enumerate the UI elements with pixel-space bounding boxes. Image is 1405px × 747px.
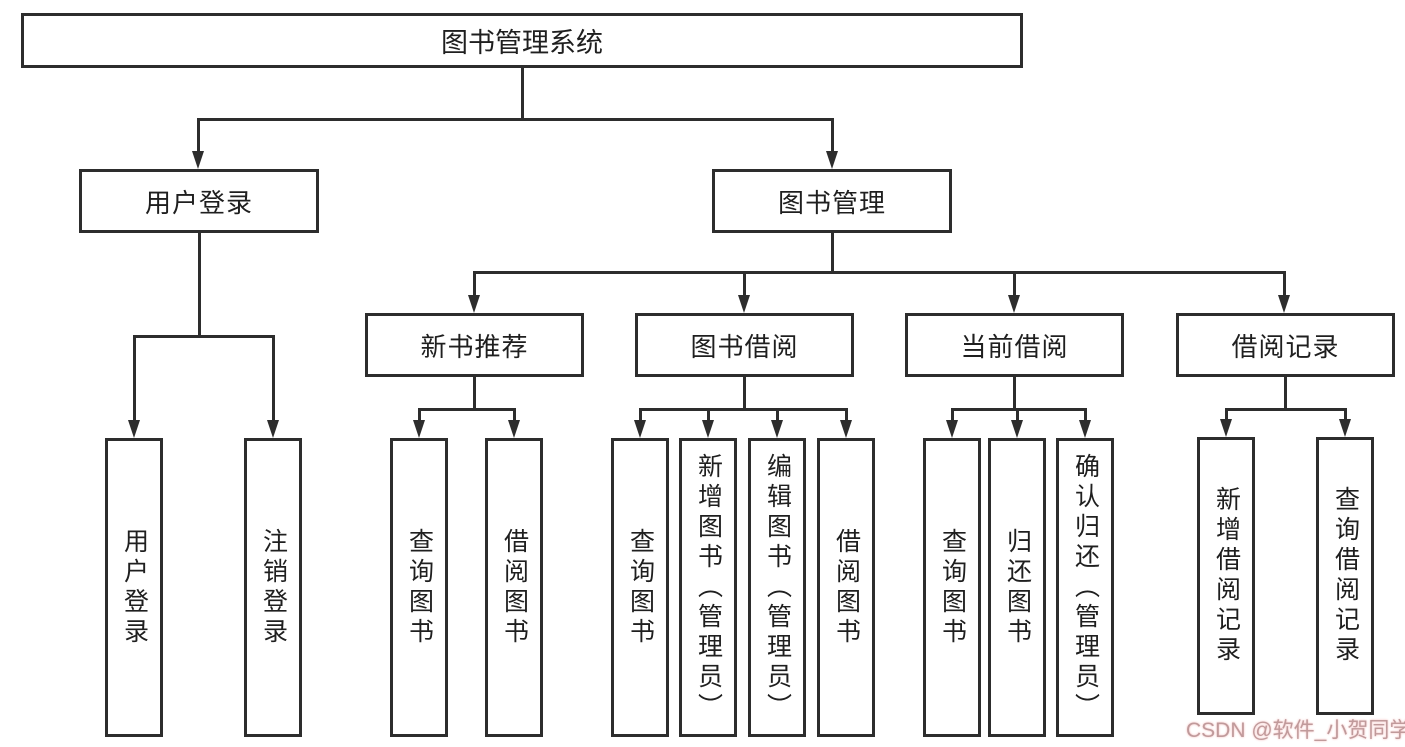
arrowhead-icon	[508, 420, 520, 438]
leaf-label: 借阅图书	[500, 527, 529, 648]
leaf-label: 借阅图书	[832, 527, 861, 648]
connector-line	[1225, 408, 1228, 420]
connector-line	[473, 271, 1286, 274]
leaf-label: 新增图书（管理员）	[694, 452, 723, 723]
node-book-borrowing: 图书借阅	[635, 313, 854, 377]
arrowhead-icon	[267, 420, 279, 438]
node-book-management: 图书管理	[712, 169, 952, 233]
arrowhead-icon	[413, 420, 425, 438]
node-new-book-recommendation: 新书推荐	[365, 313, 584, 377]
node-label: 图书管理系统	[441, 28, 603, 58]
leaf-add-books-admin: 新增图书（管理员）	[679, 438, 737, 737]
node-label: 借阅记录	[1231, 331, 1340, 362]
leaf-return-books: 归还图书	[988, 438, 1046, 737]
node-label: 用户登录	[144, 187, 253, 218]
arrowhead-icon	[702, 420, 714, 438]
connector-line	[1013, 271, 1016, 296]
node-label: 当前借阅	[960, 331, 1069, 362]
connector-line	[1283, 271, 1286, 296]
leaf-label: 新增借阅记录	[1212, 486, 1241, 666]
leaf-query-books-recommend: 查询图书	[390, 438, 448, 737]
connector-line	[418, 408, 421, 421]
connector-line	[743, 271, 746, 296]
leaf-label: 编辑图书（管理员）	[763, 452, 792, 723]
arrowhead-icon	[826, 151, 838, 169]
leaf-label: 注销登录	[259, 527, 288, 648]
connector-line	[743, 377, 746, 408]
arrowhead-icon	[192, 151, 204, 169]
arrowhead-icon	[738, 295, 750, 313]
arrowhead-icon	[771, 420, 783, 438]
leaf-logout: 注销登录	[244, 438, 302, 737]
leaf-label: 确认归还（管理员）	[1071, 452, 1100, 723]
arrowhead-icon	[840, 420, 852, 438]
connector-line	[831, 233, 834, 271]
node-current-borrowing: 当前借阅	[905, 313, 1124, 377]
leaf-label: 归还图书	[1003, 527, 1032, 648]
node-borrowing-records: 借阅记录	[1176, 313, 1395, 377]
leaf-label: 查询图书	[938, 527, 967, 648]
connector-line	[707, 408, 710, 421]
node-label: 图书借阅	[690, 331, 799, 362]
connector-line	[473, 377, 476, 408]
connector-line	[1225, 408, 1347, 411]
leaf-query-books-current: 查询图书	[923, 438, 981, 737]
connector-line	[1284, 377, 1287, 408]
connector-line	[639, 408, 848, 411]
node-label: 新书推荐	[420, 331, 529, 362]
node-label: 图书管理	[777, 187, 886, 218]
leaf-edit-books-admin: 编辑图书（管理员）	[748, 438, 806, 737]
connector-line	[1084, 408, 1087, 421]
leaf-borrow-books: 借阅图书	[817, 438, 875, 737]
leaf-confirm-return-admin: 确认归还（管理员）	[1056, 438, 1114, 737]
connector-line	[639, 408, 642, 421]
leaf-query-borrow-record: 查询借阅记录	[1316, 437, 1374, 715]
leaf-label: 查询借阅记录	[1331, 486, 1360, 666]
connector-line	[845, 408, 848, 421]
connector-line	[197, 118, 834, 121]
connector-line	[1013, 377, 1016, 408]
arrowhead-icon	[634, 420, 646, 438]
connector-line	[1344, 408, 1347, 420]
leaf-query-books-borrowing: 查询图书	[611, 438, 669, 737]
leaf-user-login: 用户登录	[105, 438, 163, 737]
connector-line	[831, 118, 834, 152]
leaf-label: 用户登录	[120, 527, 149, 648]
node-user-login: 用户登录	[79, 169, 319, 233]
leaf-add-borrow-record: 新增借阅记录	[1197, 437, 1255, 715]
arrowhead-icon	[946, 420, 958, 438]
connector-line	[521, 68, 524, 118]
arrowhead-icon	[1079, 420, 1091, 438]
csdn-watermark: CSDN @软件_小贺同学	[1186, 719, 1405, 742]
arrowhead-icon	[1011, 420, 1023, 438]
connector-line	[272, 335, 275, 421]
connector-line	[473, 271, 476, 296]
connector-line	[951, 408, 1087, 411]
arrowhead-icon	[1220, 419, 1232, 437]
leaf-label: 查询图书	[405, 527, 434, 648]
connector-line	[197, 118, 200, 152]
connector-line	[418, 408, 516, 411]
connector-line	[1016, 408, 1019, 421]
connector-line	[513, 408, 516, 421]
connector-line	[951, 408, 954, 421]
arrowhead-icon	[1278, 295, 1290, 313]
connector-line	[198, 233, 201, 335]
arrowhead-icon	[128, 420, 140, 438]
node-library-management-system: 图书管理系统	[21, 13, 1023, 68]
connector-line	[133, 335, 275, 338]
connector-line	[133, 335, 136, 421]
arrowhead-icon	[1339, 419, 1351, 437]
arrowhead-icon	[1008, 295, 1020, 313]
connector-line	[776, 408, 779, 421]
arrowhead-icon	[468, 295, 480, 313]
leaf-borrow-books-recommend: 借阅图书	[485, 438, 543, 737]
leaf-label: 查询图书	[626, 527, 655, 648]
